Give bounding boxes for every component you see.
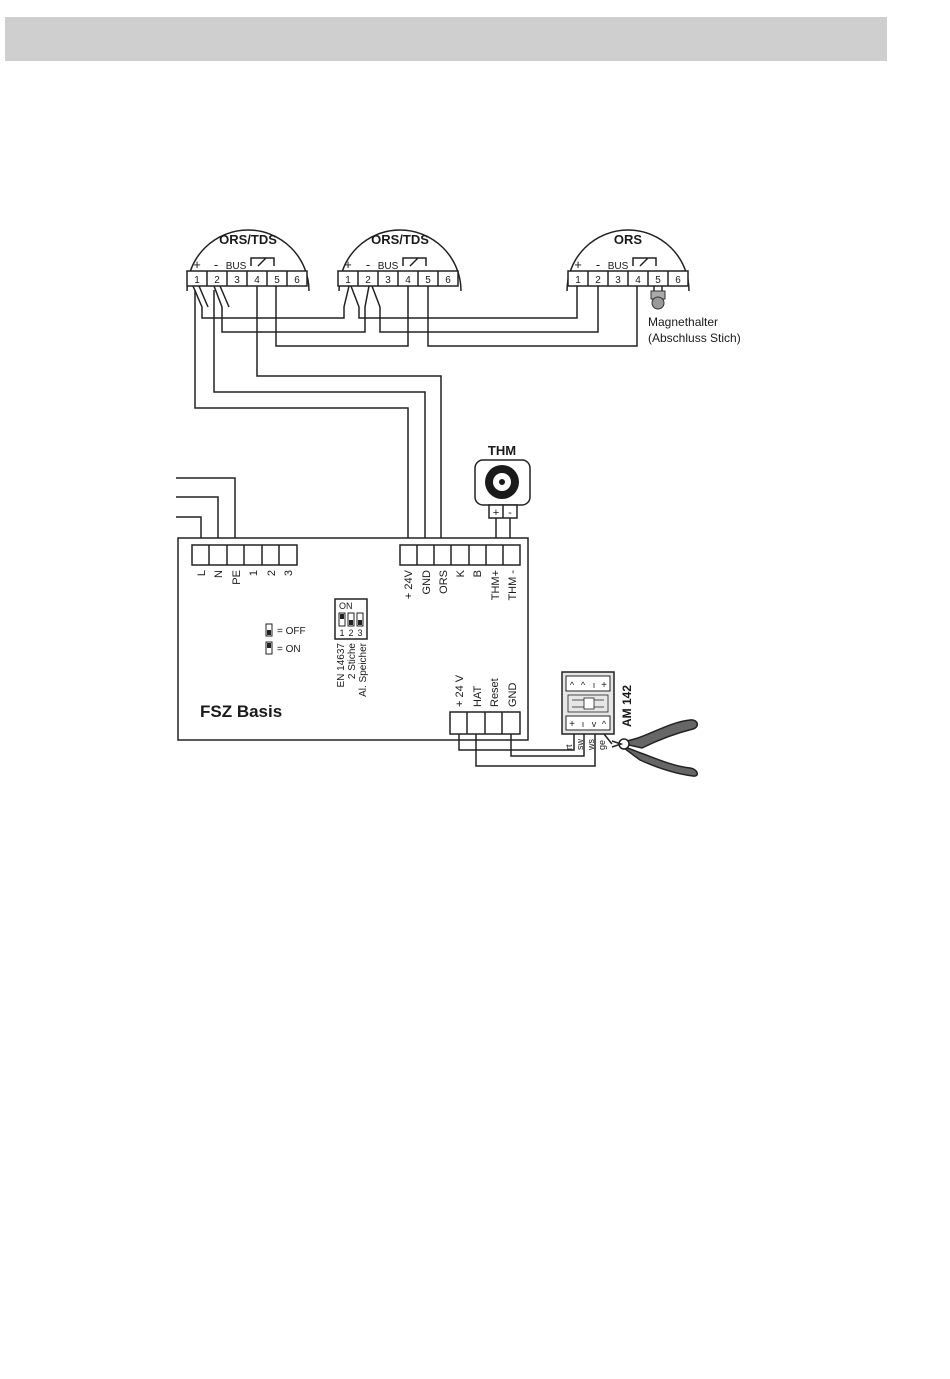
detector-1-plus: + <box>193 257 201 272</box>
detector-3: ORS + - BUS 1 2 3 4 5 6 <box>567 230 689 291</box>
fsz-terminal-1: 1 <box>248 570 260 576</box>
mains-wiring <box>176 478 235 545</box>
detector-3-terminal-4: 4 <box>635 275 641 286</box>
fsz-terminal-thm-plus: THM+ <box>490 570 502 600</box>
fsz-terminal-reset: Reset <box>489 678 501 707</box>
bus-wiring <box>193 286 637 545</box>
detector-1-terminal-5: 5 <box>274 275 280 286</box>
am142-bottom-symbol-3: v <box>592 719 597 729</box>
detector-2-terminal-2: 2 <box>365 275 371 286</box>
fsz-terminal-3: 3 <box>283 570 295 576</box>
fsz-terminal-b: B <box>472 570 484 577</box>
detector-3-terminal-1: 1 <box>575 275 581 286</box>
detector-3-terminal-3: 3 <box>615 275 621 286</box>
detector-3-minus: - <box>596 257 600 272</box>
fsz-terminal-bottom-24v: + 24 V <box>454 674 466 707</box>
thm-title: THM <box>488 443 516 458</box>
fsz-terminal-gnd: GND <box>421 570 433 595</box>
fsz-terminal-2: 2 <box>266 570 278 576</box>
detector-1-terminal-3: 3 <box>234 275 240 286</box>
detector-1-title: ORS/TDS <box>219 232 277 247</box>
fsz-basis: L N PE 1 2 3 + 24V GND ORS K B THM+ THM … <box>178 538 528 740</box>
detector-2-minus: - <box>366 257 370 272</box>
dip-number-3: 3 <box>357 628 362 638</box>
dip-number-2: 2 <box>348 628 353 638</box>
fsz-terminal-n: N <box>213 570 225 578</box>
fsz-terminal-thm-minus: THM - <box>507 570 519 601</box>
fsz-right-terminal-strip <box>400 545 520 565</box>
fsz-terminal-hat: HAT <box>472 686 484 707</box>
fsz-terminal-pe: PE <box>231 570 243 585</box>
detector-2-terminal-4: 4 <box>405 275 411 286</box>
detector-1: ORS/TDS + - BUS 1 2 3 4 5 6 <box>187 230 309 291</box>
detector-1-terminal-2: 2 <box>214 275 220 286</box>
dip-number-1: 1 <box>339 628 344 638</box>
fsz-terminal-k: K <box>455 569 467 577</box>
dip-note-2: 2 Stiche <box>347 643 358 680</box>
detector-2-terminal-1: 1 <box>345 275 351 286</box>
dip-on-label: ON <box>339 601 353 611</box>
detector-1-terminal-1: 1 <box>194 275 200 286</box>
fsz-title: FSZ Basis <box>200 702 282 721</box>
legend-on-label: = ON <box>277 644 301 655</box>
detector-1-terminal-4: 4 <box>254 275 260 286</box>
detector-3-title: ORS <box>614 232 643 247</box>
detector-3-terminal-5: 5 <box>655 275 661 286</box>
am142-top-symbol-3: ı <box>593 680 596 690</box>
thm-device: THM + - <box>475 443 530 545</box>
dip-note-1: EN 14637 <box>336 643 347 688</box>
detector-1-terminal-6: 6 <box>294 275 300 286</box>
am142-wire-ge: ge <box>597 740 607 750</box>
fsz-terminal-bottom-gnd: GND <box>507 683 519 708</box>
detector-3-terminal-6: 6 <box>675 275 681 286</box>
detector-2-title: ORS/TDS <box>371 232 429 247</box>
fsz-terminal-24v: + 24V <box>403 569 415 599</box>
magnet-holder-label: Magnethalter <box>648 315 718 329</box>
am142-wire-rt: rt <box>564 744 574 750</box>
detector-2: ORS/TDS + - BUS 1 2 3 4 5 6 <box>338 230 461 291</box>
dip-note-3: Al. Speicher <box>358 642 369 697</box>
am142-bottom-symbol-2: ı <box>582 719 585 729</box>
detector-1-minus: - <box>214 257 218 272</box>
magnet-icon <box>652 297 664 309</box>
detector-2-terminal-3: 3 <box>385 275 391 286</box>
am142-bottom-symbol-1: + <box>569 719 575 730</box>
am142-top-symbol-4: + <box>601 680 607 691</box>
detector-3-terminal-2: 2 <box>595 275 601 286</box>
detector-3-plus: + <box>574 257 582 272</box>
thm-minus: - <box>508 507 512 519</box>
thm-plus: + <box>493 507 499 519</box>
magnet-holder-sublabel: (Abschluss Stich) <box>648 331 741 345</box>
magnet-holder: Magnethalter (Abschluss Stich) <box>648 286 741 345</box>
legend-off-label: = OFF <box>277 626 306 637</box>
detector-2-plus: + <box>344 257 352 272</box>
pliers-icon <box>604 720 697 776</box>
fsz-terminal-l: L <box>196 570 208 576</box>
fsz-terminal-ors: ORS <box>438 570 450 594</box>
detector-2-terminal-6: 6 <box>445 275 451 286</box>
detector-2-terminal-5: 5 <box>425 275 431 286</box>
am142-title: AM 142 <box>620 685 634 727</box>
